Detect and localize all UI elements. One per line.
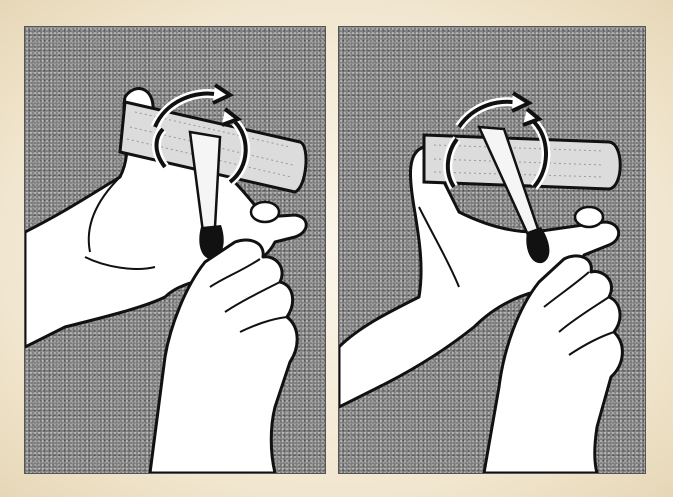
panel-right-drawing bbox=[339, 27, 645, 473]
panel-left-drawing bbox=[25, 27, 325, 473]
illustration-panel-right bbox=[338, 26, 646, 474]
illustration-panel-left bbox=[24, 26, 326, 474]
